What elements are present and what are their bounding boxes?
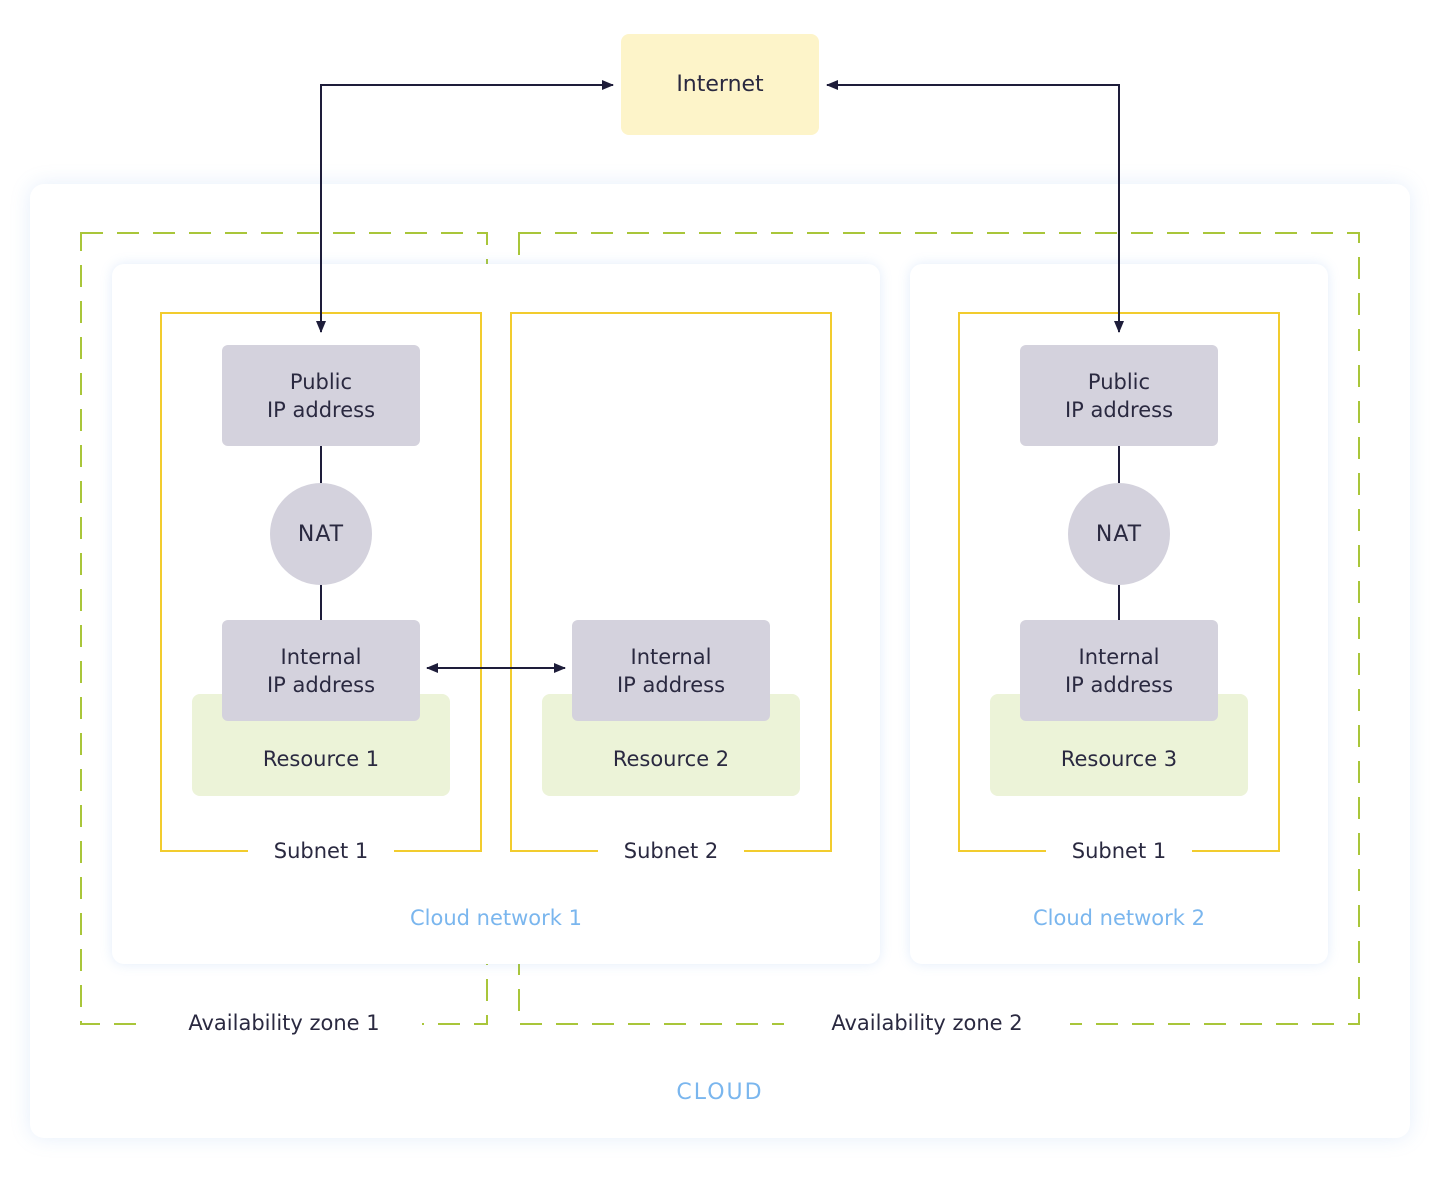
- arrow-internet-public-ip-2: [826, 80, 1124, 333]
- internal-ip-box-2: Internal IP address: [572, 620, 770, 721]
- internet-node: Internet: [621, 34, 819, 135]
- subnet-label-3: Subnet 1: [1046, 836, 1192, 868]
- internal-ip-box-1: Internal IP address: [222, 620, 420, 721]
- arrow-internet-public-ip-1: [316, 80, 614, 333]
- internet-label: Internet: [676, 72, 764, 97]
- resource-1-label: Resource 1: [262, 747, 380, 771]
- zone-2-label: Availability zone 2: [784, 1008, 1070, 1040]
- internal-ip-box-3: Internal IP address: [1020, 620, 1218, 721]
- zone-2-border: [518, 232, 1360, 1025]
- subnet-label-1: Subnet 1: [248, 836, 394, 868]
- cloud-network-2-label: Cloud network 2: [1033, 906, 1205, 930]
- zone-1-label: Availability zone 1: [146, 1008, 422, 1040]
- resource-2-label: Resource 2: [612, 747, 730, 771]
- nat-node-3: NAT: [1068, 483, 1170, 585]
- subnet-label-2: Subnet 2: [598, 836, 744, 868]
- resource-3-label: Resource 3: [1060, 747, 1178, 771]
- public-ip-box-1: Public IP address: [222, 345, 420, 446]
- cloud-network-1-label: Cloud network 1: [410, 906, 582, 930]
- public-ip-box-3: Public IP address: [1020, 345, 1218, 446]
- cloud-label: CLOUD: [676, 1080, 764, 1105]
- nat-node-1: NAT: [270, 483, 372, 585]
